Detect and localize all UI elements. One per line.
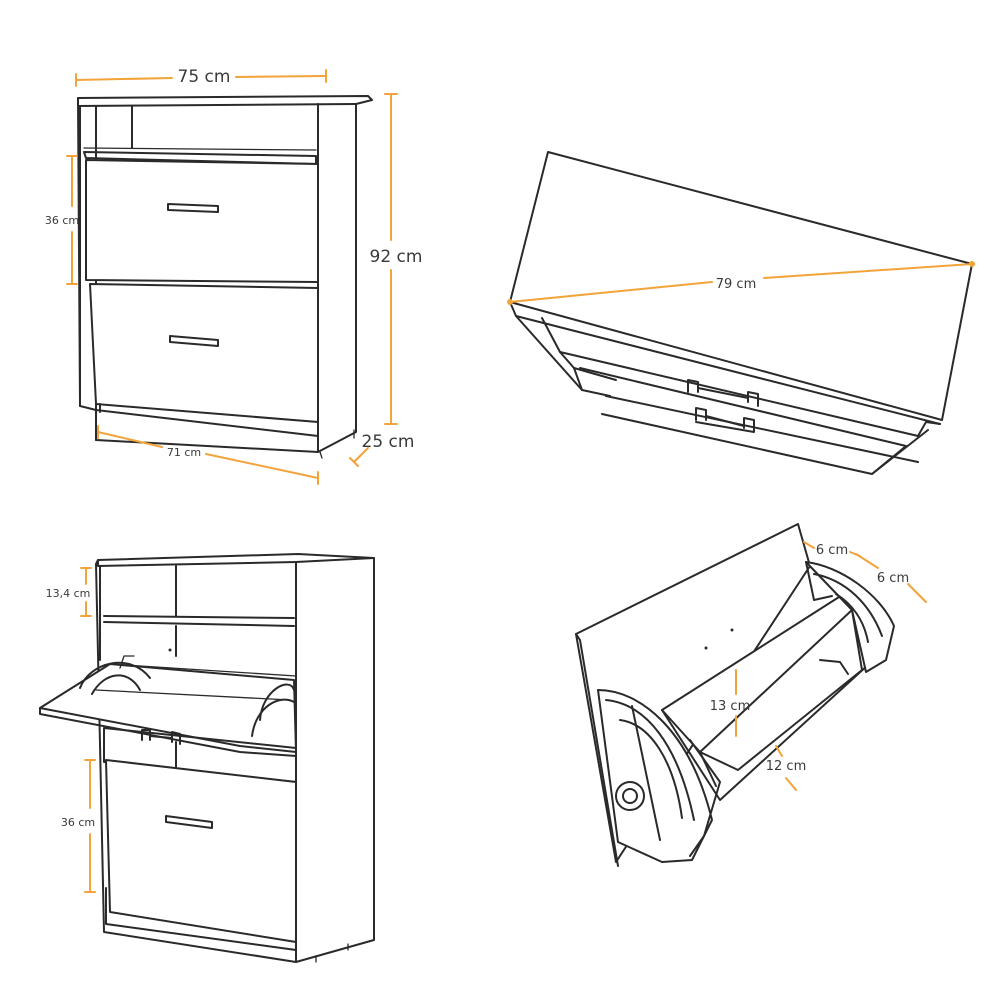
diagonal-dimension-line xyxy=(509,263,973,303)
lower-drawer-handle xyxy=(169,335,219,347)
open-door-height-label: 36 cm xyxy=(61,816,95,829)
front-view: 75 cm 92 cm 36 cm 71 cm 25 cm xyxy=(45,67,423,485)
rack-depth-b-dimension-line xyxy=(855,553,927,603)
top-view: 79 cm xyxy=(507,151,975,475)
rack-inner-height-label: 13 cm xyxy=(710,699,751,714)
width-bottom-label: 71 cm xyxy=(167,446,201,459)
width-top-dimension-line xyxy=(75,75,327,81)
open-view-upper-handle xyxy=(141,729,181,745)
open-view: 13,4 cm 36 cm xyxy=(39,553,375,963)
diagonal-label: 79 cm xyxy=(716,277,757,292)
top-view-handle-lower xyxy=(695,407,755,433)
door-height-label: 36 cm xyxy=(45,214,79,227)
rack-depth-b-label: 6 cm xyxy=(877,571,909,586)
depth-label: 25 cm xyxy=(362,432,415,452)
top-view-handle-upper xyxy=(687,379,759,407)
height-label: 92 cm xyxy=(370,247,423,267)
depth-dimension-line xyxy=(353,447,369,463)
width-bottom-dimension-line xyxy=(97,431,319,479)
width-top-label: 75 cm xyxy=(178,67,231,87)
upper-drawer-handle xyxy=(167,203,219,213)
rack-inner-depth-dimension-line xyxy=(775,745,797,791)
rack-inner-depth-label: 12 cm xyxy=(766,759,807,774)
shelf-height-label: 13,4 cm xyxy=(46,587,91,600)
rack-depth-a-label: 6 cm xyxy=(816,543,848,558)
open-view-lower-handle xyxy=(165,815,213,829)
rack-view: 6 cm 6 cm 13 cm 12 cm xyxy=(575,523,927,867)
